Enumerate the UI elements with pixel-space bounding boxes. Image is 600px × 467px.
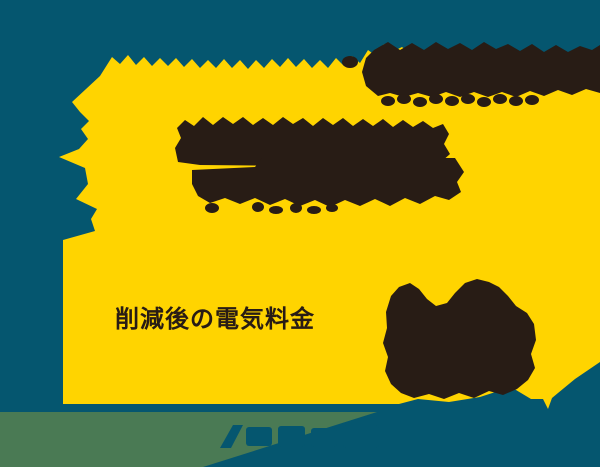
ruby-blob <box>413 97 427 107</box>
footer-text-blob <box>278 426 305 447</box>
headline-sub-blob <box>269 206 283 214</box>
footer-text-blob <box>220 425 243 448</box>
headline-sub-blob <box>252 202 264 212</box>
blurred-ruby-text-strip <box>381 94 539 107</box>
footer-text-blob <box>343 425 379 448</box>
after-reduction-label: 削減後の電気料金 <box>115 305 315 333</box>
headline-sub-blob <box>205 203 219 213</box>
headline-sub-blob <box>290 203 302 213</box>
ruby-blob <box>461 94 475 104</box>
footer-band <box>0 412 377 467</box>
ruby-blob <box>525 95 539 105</box>
footer-text-blob <box>311 428 337 447</box>
ruby-blob <box>493 94 507 104</box>
ruby-blob <box>381 96 395 106</box>
ruby-blob <box>429 94 443 104</box>
blurred-price-blob <box>383 279 536 399</box>
blurred-subheadline-lead-blob <box>342 56 358 68</box>
footer-text-blob <box>246 427 272 446</box>
ruby-blob <box>509 96 523 106</box>
blurred-subheadline-band <box>362 42 600 97</box>
blurred-headline-line-1 <box>175 117 450 166</box>
blurred-headline-block <box>175 117 464 214</box>
ruby-blob <box>397 94 411 104</box>
blurred-footer-text <box>220 425 379 448</box>
headline-sub-blob <box>326 204 338 212</box>
blurred-headline-line-2 <box>192 158 464 207</box>
ruby-blob <box>477 97 491 107</box>
ruby-blob <box>445 96 459 106</box>
headline-sub-blob <box>307 206 321 214</box>
